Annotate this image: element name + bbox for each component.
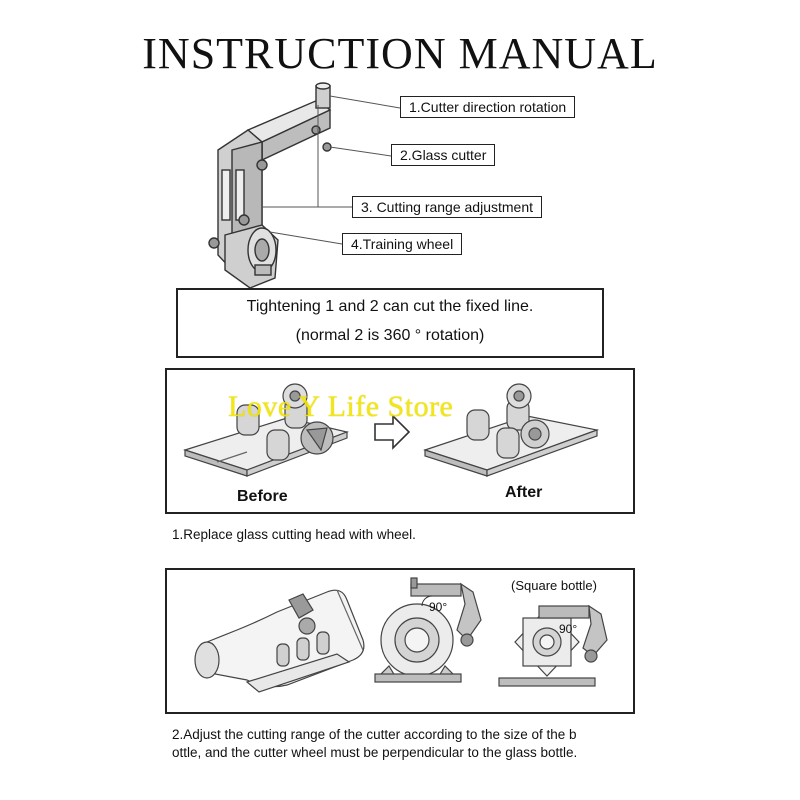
bottle-illustration (194, 577, 608, 693)
step-1-text: 1.Replace glass cutting head with wheel. (172, 527, 416, 542)
page-title: INSTRUCTION MANUAL (142, 29, 658, 78)
callout-cutter-direction-rotation: 1.Cutter direction rotation (400, 96, 576, 118)
callout-glass-cutter: 2.Glass cutter (391, 144, 496, 166)
square-bottle-label: (Square bottle) (511, 578, 597, 593)
angle-label-square: 90° (559, 622, 578, 636)
before-label: Before (237, 488, 288, 505)
callout-training-wheel: 4.Training wheel (342, 233, 463, 255)
bottle-adjustment-panel: (Square bottle) 90° 90° (165, 568, 635, 714)
callout-cutting-range-adjustment: 3. Cutting range adjustment (352, 196, 542, 218)
before-illustration (183, 383, 600, 477)
step-2-line-2: ottle, and the cutter wheel must be perp… (172, 745, 578, 760)
note-box: Tightening 1 and 2 can cut the fixed lin… (176, 288, 604, 358)
before-after-panel: Before After (165, 368, 635, 514)
note-line-2: (normal 2 is 360 ° rotation) (295, 327, 485, 344)
after-label: After (505, 484, 543, 501)
angle-label-round: 90° (429, 600, 448, 614)
step-2-text: 2.Adjust the cutting range of the cutter… (172, 726, 577, 762)
step-2-line-1: 2.Adjust the cutting range of the cutter… (172, 727, 577, 742)
note-line-1: Tightening 1 and 2 can cut the fixed lin… (246, 298, 534, 315)
